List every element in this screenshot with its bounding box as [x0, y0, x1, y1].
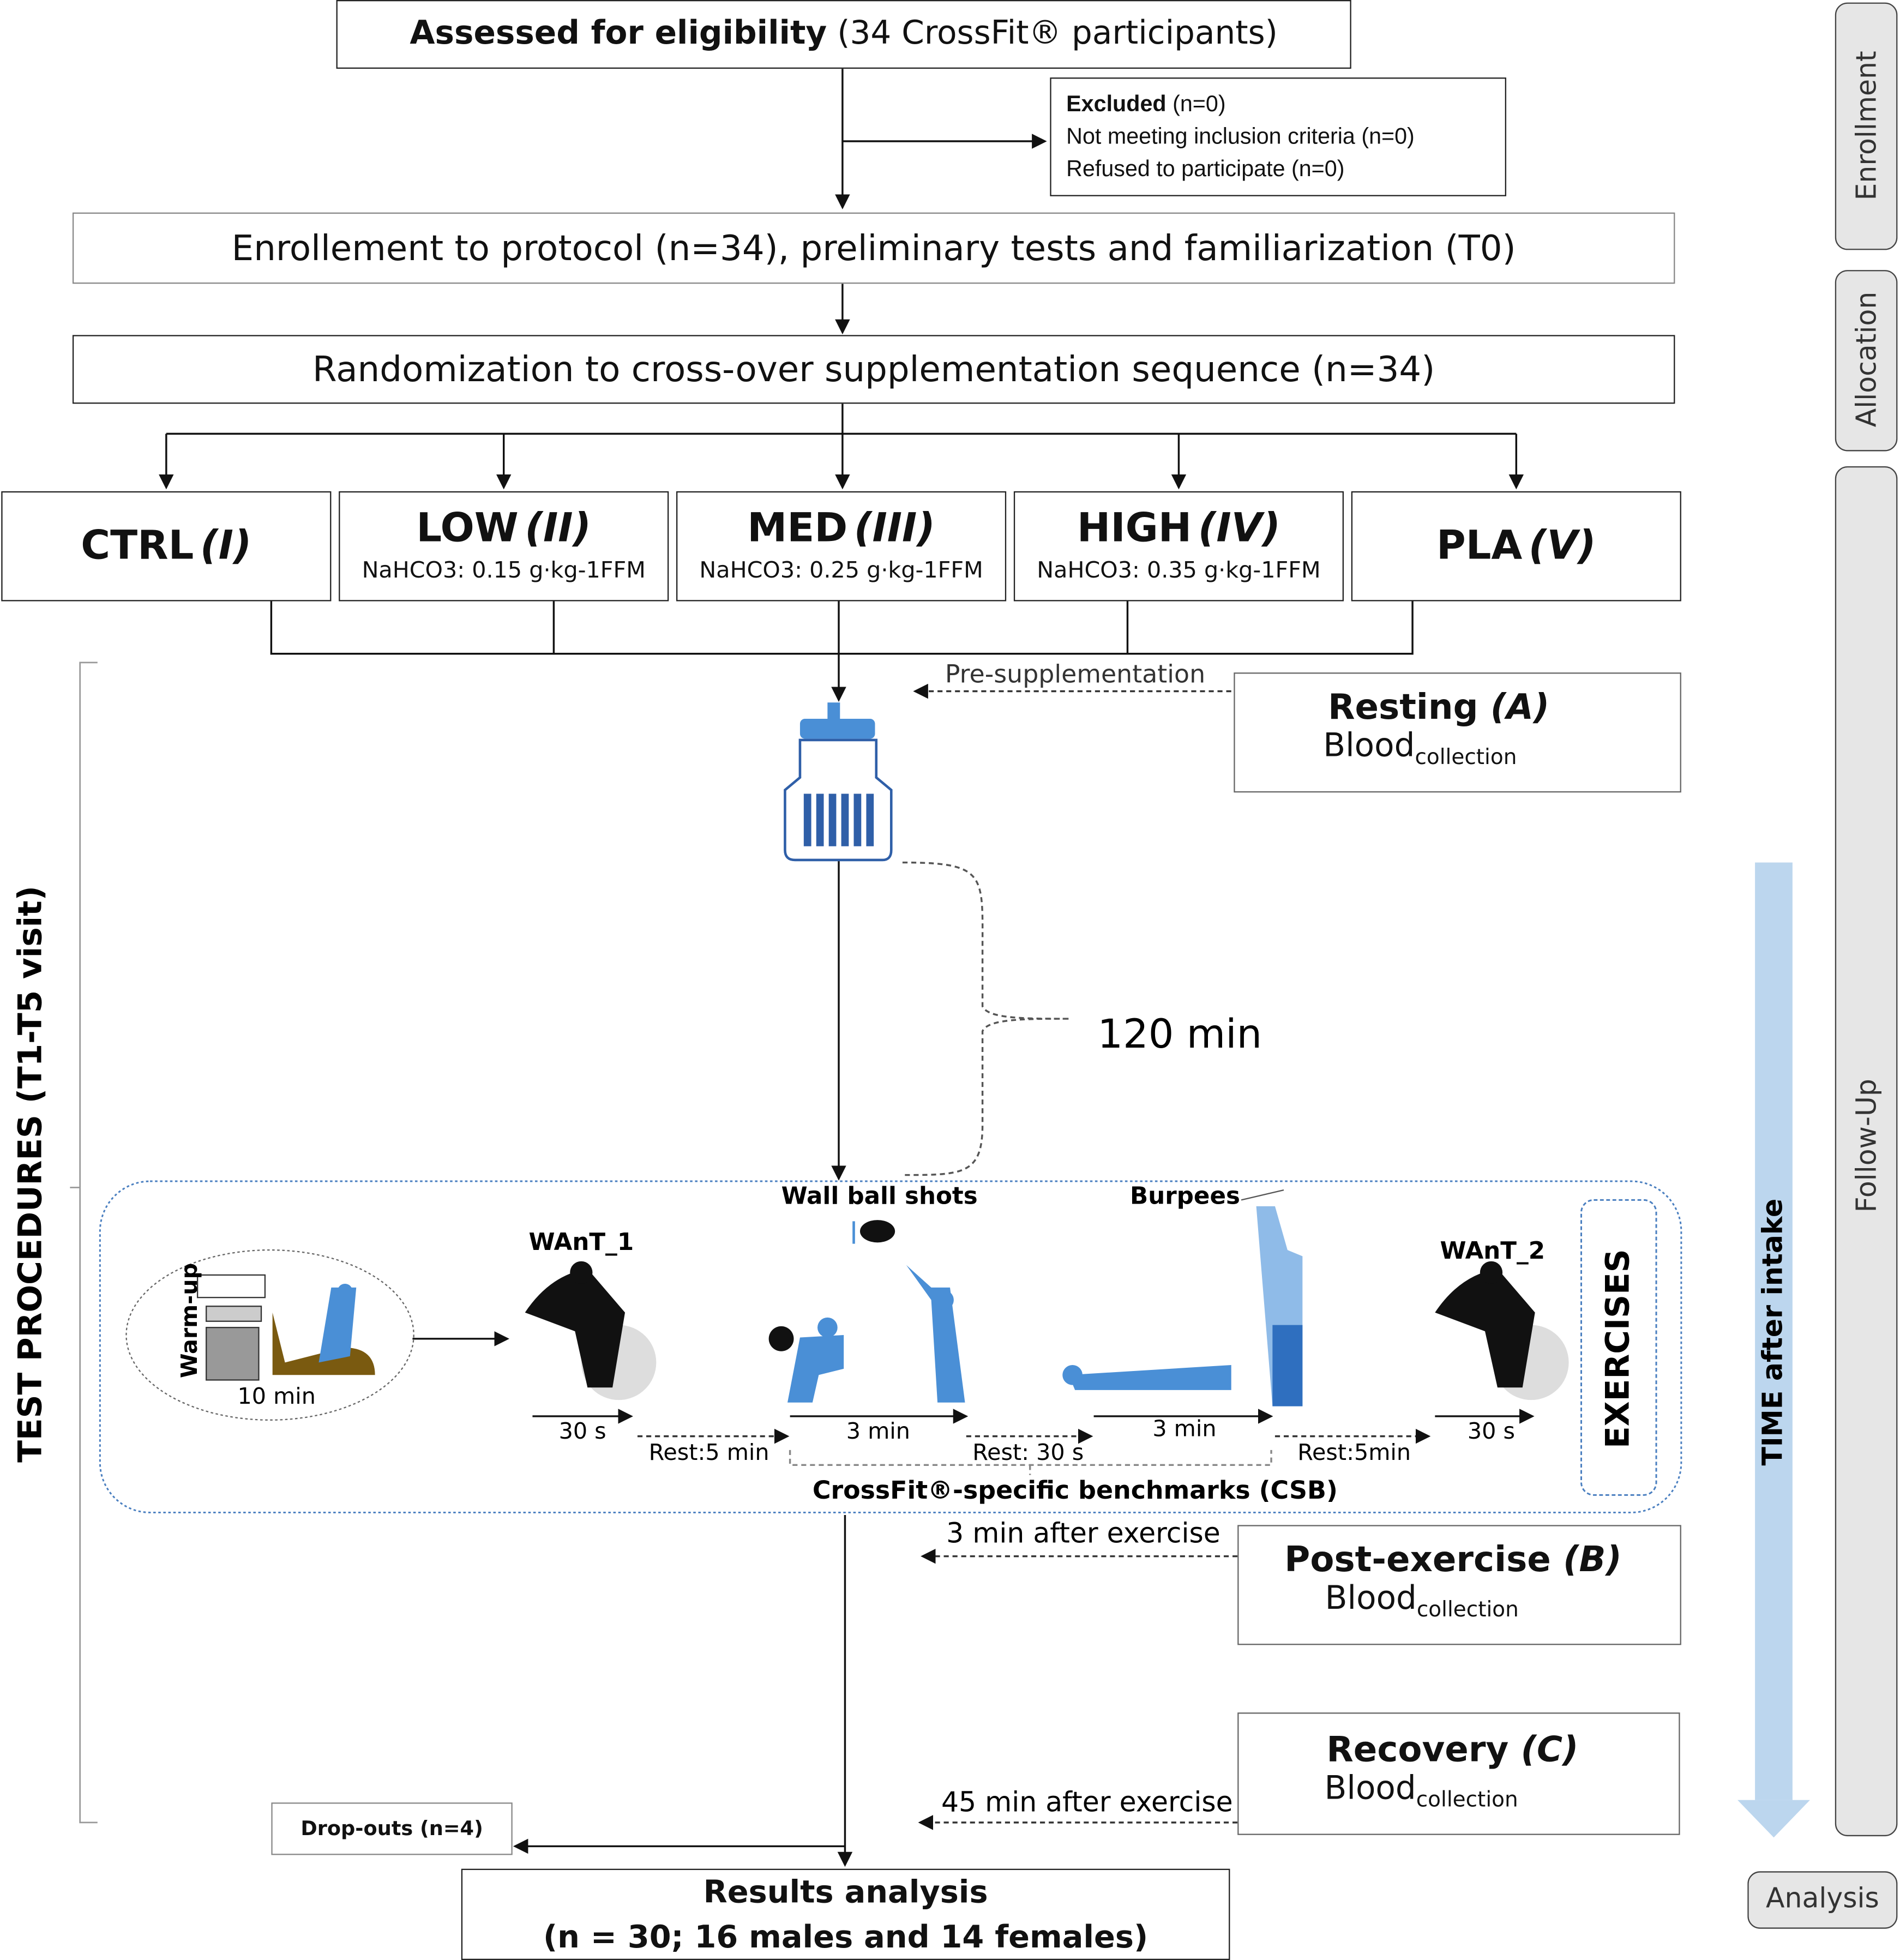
want2-label: WAnT_2 [1440, 1237, 1546, 1265]
post-exercise-box: Post-exercise (B) Bloodcollection [1237, 1525, 1681, 1645]
excluded-title: Excluded [1066, 91, 1167, 117]
results-title: Results analysis [703, 1873, 988, 1910]
bottle-icon [784, 702, 893, 862]
group-name: CTRL [81, 521, 194, 569]
pre-supplementation-label: Pre-supplementation [945, 658, 1206, 689]
phase-label: Allocation [1851, 291, 1884, 428]
phase-label: Follow-Up [1851, 1079, 1884, 1213]
want1-label: WAnT_1 [528, 1229, 634, 1256]
wall-ball-figures-icon [768, 1220, 965, 1403]
post-exercise-timing: 3 min after exercise [946, 1518, 1220, 1550]
wall-ball-label: Wall ball shots [781, 1182, 978, 1210]
enrollment-box: Enrollement to protocol (n=34), prelimin… [72, 212, 1675, 284]
timepoint-title: Post-exercise [1284, 1538, 1551, 1580]
phase-analysis: Analysis [1747, 1871, 1898, 1929]
duration-burpees: 3 min [1152, 1416, 1217, 1443]
warmup-ergometer-icon [197, 1274, 375, 1381]
group-high: HIGH (IV) NaHCO3: 0.35 g·kg-1FFM [1013, 491, 1344, 602]
eligibility-label: Assessed for eligibility [410, 15, 827, 53]
results-box: Results analysis (n = 30; 16 males and 14… [461, 1868, 1230, 1960]
time-arrow [1737, 862, 1810, 1838]
phase-allocation: Allocation [1835, 270, 1898, 452]
group-roman: (II) [525, 503, 592, 551]
excluded-box: Excluded (n=0) Not meeting inclusion cri… [1050, 77, 1506, 196]
cyclist-2-icon [1435, 1261, 1569, 1400]
phase-enrollment: Enrollment [1835, 2, 1898, 250]
timepoint-letter: (B) [1563, 1538, 1622, 1580]
time-axis-label: TIME after intake [1758, 1198, 1790, 1466]
group-name: LOW [416, 503, 519, 551]
rest-2: Rest: 30 s [972, 1440, 1084, 1466]
csb-label: CrossFit®-specific benchmarks (CSB) [812, 1475, 1338, 1505]
duration-want1: 30 s [558, 1418, 606, 1445]
rest-1: Rest:5 min [648, 1440, 769, 1466]
recovery-box: Recovery (C) Bloodcollection [1237, 1712, 1680, 1835]
excluded-count: (n=0) [1173, 91, 1226, 117]
cyclist-1-icon [525, 1261, 657, 1400]
eligibility-count: (34 CrossFit® participants) [837, 15, 1278, 53]
duration-wallball: 3 min [846, 1418, 910, 1445]
resting-box: Resting (A) Bloodcollection [1234, 672, 1681, 793]
blood-sub: collection [1416, 1597, 1519, 1623]
blood-label: Blood [1323, 728, 1415, 765]
blood-sub: collection [1416, 1788, 1518, 1813]
eligibility-box: Assessed for eligibility (34 CrossFit® p… [336, 0, 1351, 69]
group-roman: (III) [853, 503, 935, 551]
timepoint-title: Recovery [1326, 1728, 1509, 1770]
group-roman: (V) [1528, 521, 1596, 569]
test-procedures-label: TEST PROCEDURES (T1-T5 visit) [12, 886, 50, 1463]
group-pla: PLA (V) [1351, 491, 1681, 602]
interval-label: 120 min [1097, 1010, 1262, 1058]
timepoint-letter: (A) [1490, 686, 1550, 728]
group-name: MED [747, 503, 848, 551]
phase-label: Enrollment [1851, 51, 1884, 201]
group-low: LOW (II) NaHCO3: 0.15 g·kg-1FFM [339, 491, 669, 602]
group-name: PLA [1436, 521, 1523, 569]
blood-label: Blood [1324, 1770, 1416, 1808]
burpees-label: Burpees [1130, 1182, 1240, 1210]
group-roman: (I) [200, 521, 252, 569]
blood-label: Blood [1325, 1580, 1417, 1618]
warmup-time: 10 min [237, 1384, 316, 1410]
phase-follow-up: Follow-Up [1835, 466, 1898, 1837]
duration-want2: 30 s [1467, 1418, 1516, 1445]
excluded-reason-1: Not meeting inclusion criteria (n=0) [1066, 123, 1415, 149]
warmup-label: Warm-up [177, 1262, 203, 1379]
group-roman: (IV) [1198, 503, 1280, 551]
dropouts-box: Drop-outs (n=4) [271, 1802, 513, 1855]
group-dose: NaHCO3: 0.15 g·kg-1FFM [362, 557, 646, 584]
group-dose: NaHCO3: 0.35 g·kg-1FFM [1037, 557, 1321, 584]
excluded-reason-2: Refused to participate (n=0) [1066, 156, 1345, 182]
group-name: HIGH [1077, 503, 1192, 551]
timepoint-letter: (C) [1520, 1728, 1579, 1770]
burpee-figures-icon [1062, 1189, 1303, 1406]
timepoint-title: Resting [1328, 686, 1478, 728]
randomization-box: Randomization to cross-over supplementat… [72, 335, 1675, 404]
recovery-timing: 45 min after exercise [941, 1787, 1233, 1819]
exercise-panel [99, 1180, 1682, 1513]
group-ctrl: CTRL (I) [1, 491, 332, 602]
exercises-label: EXERCISES [1600, 1249, 1638, 1449]
group-dose: NaHCO3: 0.25 g·kg-1FFM [699, 557, 983, 584]
results-sample: (n = 30; 16 males and 14 females) [543, 1919, 1149, 1955]
blood-sub: collection [1415, 745, 1517, 771]
rest-3: Rest:5min [1297, 1440, 1411, 1466]
group-med: MED (III) NaHCO3: 0.25 g·kg-1FFM [676, 491, 1007, 602]
